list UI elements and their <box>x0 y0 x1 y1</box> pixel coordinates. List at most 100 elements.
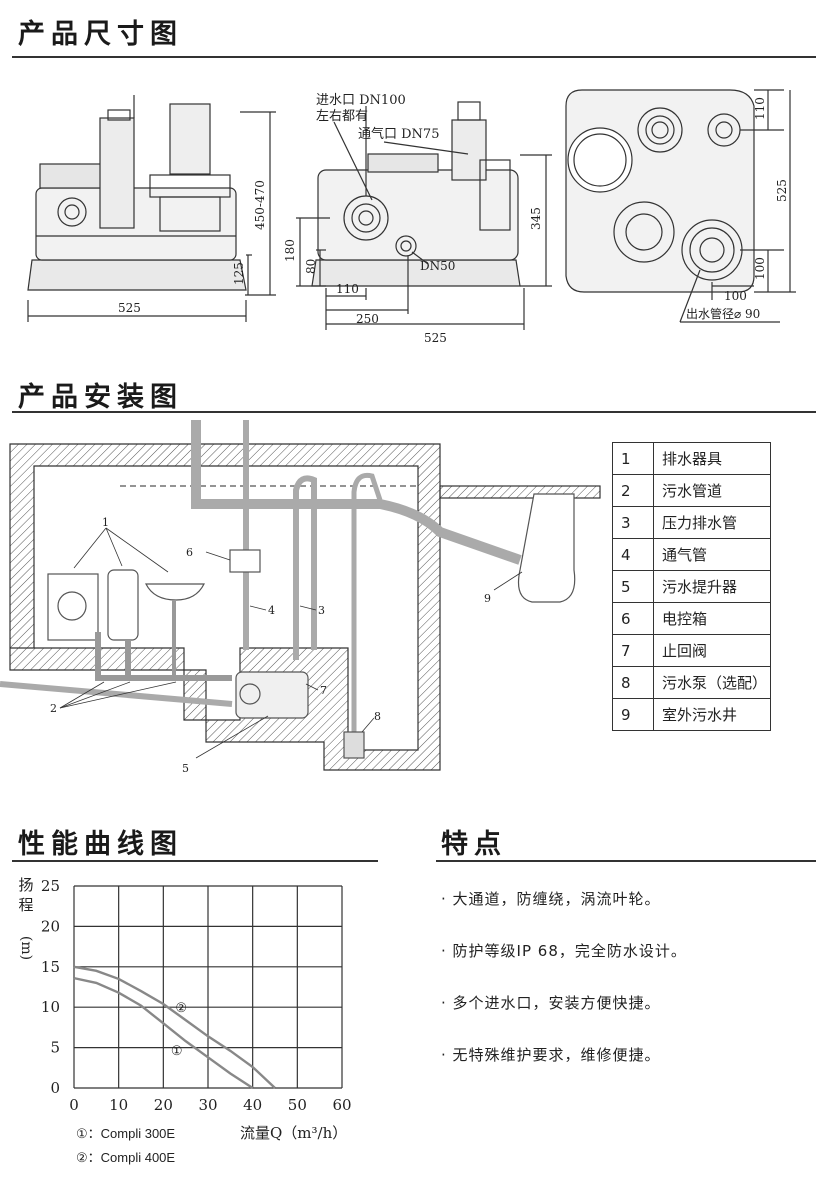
legend-name: 通气管 <box>653 538 771 571</box>
legend-number: 8 <box>612 666 654 699</box>
top-v110: 110 <box>753 97 767 120</box>
feature-item: · 多个进水口，安装方便快捷。 <box>441 994 661 1012</box>
legend-entry: ②：Compli 400E <box>76 1150 175 1165</box>
inlet-note: 左右都有 <box>316 109 368 124</box>
features-title: 特点 <box>441 829 507 860</box>
washing-machine <box>47 573 99 641</box>
top-view <box>565 89 796 323</box>
outdoor-well <box>517 493 576 603</box>
outdoor-ground <box>439 485 601 499</box>
legend-name: 电控箱 <box>653 602 771 635</box>
callout-8: 8 <box>374 710 381 723</box>
y-axis-unit: (m) <box>18 936 34 960</box>
legend-number: 6 <box>612 602 654 635</box>
x-axis-label: 流量Q（m³/h） <box>240 1124 347 1142</box>
sewage-lifter <box>235 671 309 719</box>
legend-number: 7 <box>612 634 654 667</box>
performance-title: 性能曲线图 <box>18 829 183 860</box>
y-tick-label: 10 <box>41 998 60 1016</box>
callout-3: 3 <box>318 604 325 617</box>
side-h180: 180 <box>283 239 297 262</box>
sewage-pump <box>343 731 365 759</box>
performance-rule <box>12 860 378 862</box>
features-rule <box>436 860 816 862</box>
dimension-drawings: 525 450-470 125 进水口 DN100 左右都有 通气口 DN75 … <box>27 89 796 345</box>
series-line-1 <box>73 976 254 1090</box>
side-view <box>296 101 552 330</box>
callout-1: 1 <box>102 516 109 529</box>
control-box <box>229 549 261 573</box>
callout-5: 5 <box>182 762 189 775</box>
y-tick-label: 5 <box>50 1039 60 1057</box>
series-marker-1: ① <box>171 1044 183 1059</box>
legend-number: 1 <box>612 442 654 475</box>
side-h80: 80 <box>304 259 318 274</box>
side-h345: 345 <box>529 207 543 230</box>
legend-number: 3 <box>612 506 654 539</box>
legend-number: 9 <box>612 698 654 731</box>
y-tick-label: 15 <box>41 958 60 976</box>
legend-name: 止回阀 <box>653 634 771 667</box>
callout-7: 7 <box>320 684 327 697</box>
front-width-label: 525 <box>118 301 141 315</box>
callout-4: 4 <box>268 604 275 617</box>
legend-name: 污水管道 <box>653 474 771 507</box>
feature-item: · 无特殊维护要求，维修便捷。 <box>441 1046 661 1064</box>
callout-2: 2 <box>50 702 57 715</box>
dimensions-rule <box>12 56 816 58</box>
feature-item: · 防护等级IP 68，完全防水设计。 <box>441 942 687 960</box>
dimensions-title: 产品尺寸图 <box>18 19 183 50</box>
vent-label: 通气口 DN75 <box>358 126 439 142</box>
y-axis-label-char: 扬 <box>18 876 33 894</box>
front-base-height-label: 125 <box>232 262 246 285</box>
series-line-2 <box>73 965 276 1089</box>
y-tick-label: 20 <box>41 917 60 935</box>
installation-title: 产品安装图 <box>18 382 183 413</box>
front-view <box>27 95 276 322</box>
top-v525: 525 <box>775 179 789 202</box>
legend-name: 压力排水管 <box>653 506 771 539</box>
y-tick-label: 0 <box>50 1079 60 1097</box>
x-tick-label: 0 <box>69 1096 79 1114</box>
y-tick-label: 25 <box>41 877 60 895</box>
outlet-label: 出水管径⌀ 90 <box>686 306 760 321</box>
legend-number: 5 <box>612 570 654 603</box>
series-marker-2: ② <box>175 1001 187 1016</box>
x-tick-label: 20 <box>154 1096 173 1114</box>
feature-item: · 大通道，防缠绕，涡流叶轮。 <box>441 890 661 908</box>
installation-diagram: 1 2 3 4 5 6 7 8 9 <box>0 420 601 775</box>
legend-entry: ①：Compli 300E <box>76 1126 175 1141</box>
side-w525: 525 <box>424 331 447 345</box>
legend-number: 4 <box>612 538 654 571</box>
inlet-label: 进水口 DN100 <box>316 93 406 108</box>
front-height-range-label: 450-470 <box>253 180 267 230</box>
callout-6: 6 <box>186 546 193 559</box>
legend-name: 污水泵（选配） <box>653 666 771 699</box>
legend-name: 室外污水井 <box>653 698 771 731</box>
top-v100: 100 <box>753 257 767 280</box>
toilet <box>107 569 139 641</box>
top-h100: 100 <box>724 289 747 303</box>
x-tick-label: 10 <box>109 1096 128 1114</box>
legend-name: 排水器具 <box>653 442 771 475</box>
side-w250: 250 <box>356 312 379 326</box>
legend-number: 2 <box>612 474 654 507</box>
x-tick-label: 30 <box>198 1096 217 1114</box>
x-tick-label: 40 <box>243 1096 262 1114</box>
y-axis-label-char: 程 <box>18 896 33 914</box>
dn50-label: DN50 <box>420 259 455 273</box>
x-tick-label: 60 <box>332 1096 351 1114</box>
washbasin <box>145 583 205 601</box>
legend-name: 污水提升器 <box>653 570 771 603</box>
